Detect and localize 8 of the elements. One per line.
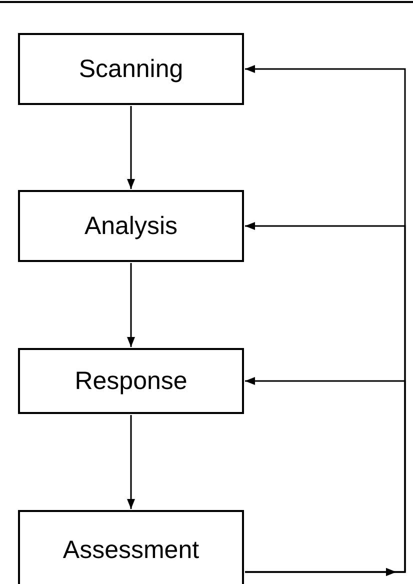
- process-box: [18, 348, 244, 414]
- process-box: [18, 510, 244, 584]
- box-label: Analysis: [84, 212, 178, 240]
- box-label: Assessment: [62, 536, 200, 564]
- box-label: Response: [74, 366, 188, 396]
- process-box: [18, 190, 244, 262]
- process-box: [18, 33, 244, 105]
- box-label: Scanning: [78, 54, 184, 84]
